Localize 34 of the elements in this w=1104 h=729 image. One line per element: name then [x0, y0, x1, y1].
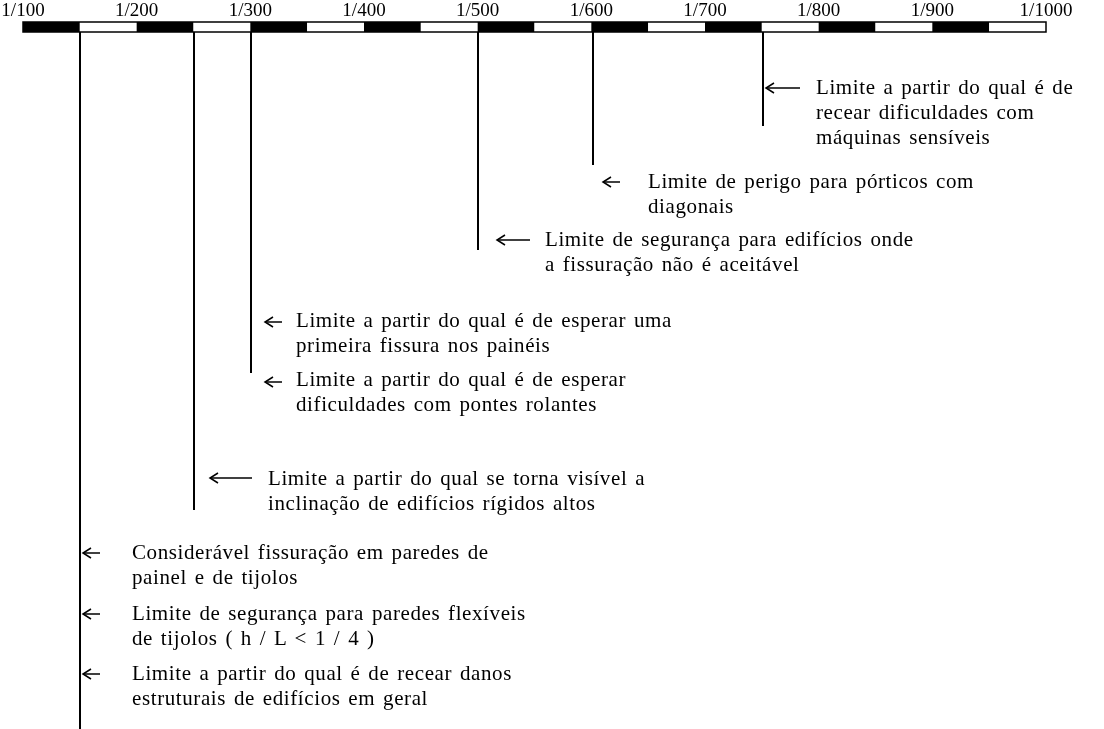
scale-label: 1/200 [115, 0, 159, 20]
limit-description: Limite a partir do qual é de esperar dificuldades com pontes rolantes [296, 367, 716, 417]
scale-label: 1/100 [1, 0, 45, 20]
arrow [602, 176, 621, 188]
arrow [82, 608, 101, 620]
limit-description: Limite de segurança para edifícios onde a fissuração não é aceitável [545, 227, 930, 277]
scale-label: 1/1000 [1019, 0, 1073, 20]
limit-description: Limite de segurança para paredes flexíveis de tijolos ( h / L < 1 / 4 ) [132, 601, 547, 651]
scale-label: 1/400 [342, 0, 386, 20]
arrow [765, 82, 801, 94]
scale-label: 1/800 [797, 0, 841, 20]
limit-description: Limite a partir do qual se torna visível a inclinação de edifícios rígidos altos [268, 466, 733, 516]
arrow [264, 376, 283, 388]
scale-label: 1/600 [569, 0, 613, 20]
scale-label: 1/700 [683, 0, 727, 20]
limit-description: Limite a partir do qual é de esperar uma primeira fissura nos painéis [296, 308, 736, 358]
limit-description: Limite de perigo para pórticos com diagonais [648, 169, 988, 219]
arrow [496, 234, 531, 246]
limit-line [250, 32, 252, 373]
scale-label: 1/900 [910, 0, 954, 20]
limit-description: Limite a partir do qual é de recear dificuldades com máquinas sensíveis [816, 75, 1078, 150]
limit-description: Considerável fissuração em paredes de painel e de tijolos [132, 540, 532, 590]
limit-line [477, 32, 479, 250]
arrow [209, 472, 253, 484]
limit-line [762, 32, 764, 126]
scale-label: 1/300 [228, 0, 272, 20]
arrow [264, 316, 283, 328]
limit-line [79, 32, 81, 729]
limit-description: Limite a partir do qual é de recear danos estruturais de edifícios em geral [132, 661, 542, 711]
limit-line [592, 32, 594, 165]
arrow [82, 668, 101, 680]
arrow [82, 547, 101, 559]
limit-line [193, 32, 195, 510]
scale-label: 1/500 [456, 0, 500, 20]
